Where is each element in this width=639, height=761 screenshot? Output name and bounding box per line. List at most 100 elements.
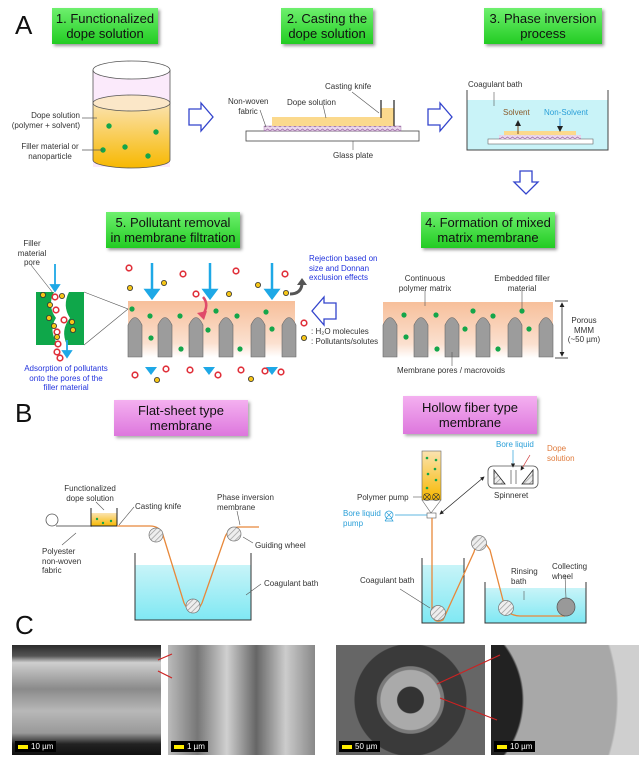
phase-inversion-bath: [466, 90, 609, 151]
label-dope-solution-1: Dope solution: [31, 111, 80, 120]
pollutant-molecule: [40, 291, 47, 298]
scalebar-1-label: 10 µm: [31, 742, 54, 751]
scalebar-3-label: 50 µm: [355, 742, 378, 751]
label-porous-1: Porous: [571, 316, 597, 325]
step-5-line1: 5. Pollutant removal: [115, 215, 231, 230]
pollutant-molecule: [47, 301, 54, 308]
label-spinneret: Spinneret: [494, 491, 529, 500]
label-glass-plate: Glass plate: [333, 151, 374, 160]
h2o-molecule: [192, 290, 200, 298]
h2o-molecule: [281, 270, 289, 278]
label-rejection-3: exclusion effects: [309, 273, 368, 282]
label-embedded-1: Embedded filler: [494, 274, 550, 283]
h2o-molecule: [51, 293, 59, 301]
h2o-molecule: [237, 366, 245, 374]
h2o-molecule: [125, 264, 133, 272]
label-polyester-1: Polyester: [42, 547, 76, 556]
label-adsorption-2: onto the pores of the: [29, 373, 103, 383]
h2o-molecule: [232, 267, 240, 275]
label-continuous-1: Continuous: [404, 274, 446, 283]
sem-hollow-wall: 10 µm: [491, 645, 639, 755]
label-rejection-1: Rejection based on: [309, 254, 378, 263]
label-spin-dope-2: solution: [547, 453, 575, 463]
label-spin-dope-1: Dope: [547, 444, 567, 453]
pollutant-molecule: [54, 333, 61, 340]
pollutant-molecule: [160, 279, 167, 286]
label-rejection-2: size and Donnan: [309, 263, 370, 273]
filtration-membrane: [127, 263, 307, 375]
label-porous-2: MMM: [574, 325, 594, 335]
label-flat-coagulant-bath: Coagulant bath: [264, 579, 319, 588]
step-4-line1: 4. Formation of mixed: [425, 215, 551, 230]
label-adsorption-3: filler material: [43, 383, 89, 392]
label-embedded-2: material: [507, 283, 537, 293]
filler-pore-inset: [30, 264, 129, 359]
pollutant-molecule: [247, 375, 254, 382]
label-filler-pore-3: pore: [23, 258, 40, 267]
label-solvent: Solvent: [503, 108, 530, 117]
h2o-molecule: [162, 365, 170, 373]
mmm-cross-section: [382, 290, 568, 366]
hollow-fiber-process: [384, 450, 587, 624]
h2o-molecule: [60, 316, 68, 324]
label-step2-dope: Dope solution: [287, 98, 336, 107]
label-collecting-1: Collecting: [552, 562, 588, 571]
step-1-line2: dope solution: [66, 26, 144, 41]
pollutant-molecule: [127, 284, 134, 291]
pollutant-molecule: [59, 292, 66, 299]
legend-h2o: : H₂O molecules: [311, 327, 369, 336]
h2o-molecule: [277, 368, 285, 376]
label-adsorption-1: Adsorption of pollutants: [24, 364, 108, 373]
label-phase-inv-2: membrane: [217, 502, 256, 512]
sem-flat-cross-section: 10 µm: [12, 645, 161, 755]
label-filler-pore-1: Filler: [23, 239, 41, 248]
label-porous-3: (~50 µm): [567, 335, 601, 344]
label-bore-liquid: Bore liquid: [496, 440, 534, 449]
step-4-line2: matrix membrane: [437, 230, 539, 245]
step-5-line2: in membrane filtration: [110, 230, 236, 245]
flat-title-line1: Flat-sheet type: [138, 403, 224, 418]
label-dope-solution-2: (polymer + solvent): [11, 120, 80, 130]
sem-hollow-fiber: 50 µm: [336, 645, 485, 755]
step-2-line2: dope solution: [288, 26, 366, 41]
label-func-dope-2: dope solution: [66, 493, 114, 503]
step-3-line1: 3. Phase inversion: [489, 11, 597, 26]
flat-sheet-process: [45, 501, 262, 621]
label-continuous-2: polymer matrix: [398, 283, 452, 293]
pollutant-molecule: [46, 314, 53, 321]
h2o-molecule: [53, 328, 61, 336]
label-filler-1: Filler material or: [21, 142, 79, 151]
h2o-molecule: [52, 306, 60, 314]
pollutant-molecule: [70, 326, 77, 333]
h2o-molecule: [261, 367, 269, 375]
macrovoids: [382, 317, 554, 358]
step-2-line1: 2. Casting the: [286, 11, 368, 26]
scalebar-1: 10 µm: [15, 741, 57, 752]
label-membrane-pores: Membrane pores / macrovoids: [397, 366, 506, 375]
h2o-molecule: [53, 348, 61, 356]
beaker: [82, 60, 171, 169]
label-hollow-coagulant-bath: Coagulant bath: [360, 576, 415, 585]
label-non-woven-2: fabric: [238, 106, 258, 116]
scalebar-2-label: 1 µm: [187, 742, 205, 751]
label-rinsing-2: bath: [511, 576, 527, 586]
process-arrows: [188, 101, 540, 327]
h2o-molecule: [54, 340, 62, 348]
label-flat-casting-knife: Casting knife: [135, 502, 182, 511]
pollutant-molecule: [254, 281, 261, 288]
